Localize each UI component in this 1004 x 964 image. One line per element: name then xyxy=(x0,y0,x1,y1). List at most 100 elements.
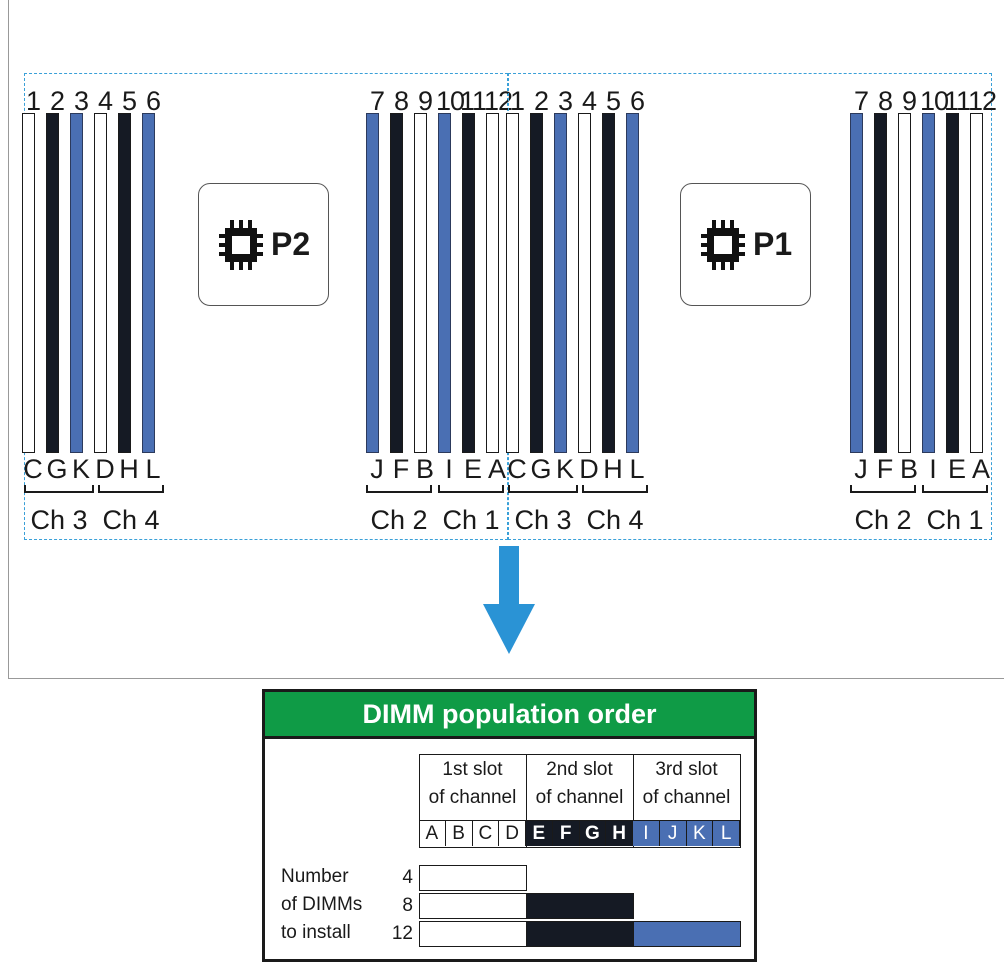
dimm-slot-3 xyxy=(70,113,83,453)
channel-label: Ch 3 xyxy=(30,505,88,535)
row-label: to install xyxy=(281,922,351,943)
population-bar xyxy=(419,865,527,891)
population-bar xyxy=(633,921,741,947)
slot-number: 7 xyxy=(369,86,385,116)
slot-letter: A xyxy=(971,454,990,484)
channel-bracket xyxy=(366,485,432,493)
slot-number: 3 xyxy=(73,86,89,116)
dimm-slot-5 xyxy=(602,113,615,453)
slot-number: 3 xyxy=(557,86,573,116)
slot-letter: L xyxy=(629,454,645,484)
table-title: DIMM population order xyxy=(265,692,754,739)
slot-letter-cell: K xyxy=(686,820,714,846)
channel-bracket xyxy=(508,485,578,493)
slot-number: 1 xyxy=(25,86,41,116)
slot-number: 1 xyxy=(509,86,525,116)
slot-letter: F xyxy=(876,454,894,484)
slot-letter: B xyxy=(415,454,434,484)
dimm-slot-7 xyxy=(366,113,379,453)
slot-number: 4 xyxy=(581,86,597,116)
slot-number: 11 xyxy=(460,86,487,116)
slot-letter: E xyxy=(947,454,966,484)
slot-number: 12 xyxy=(968,86,997,116)
column-header-line1: 2nd slot xyxy=(546,759,613,780)
slot-number: 6 xyxy=(145,86,161,116)
slot-number: 10 xyxy=(920,86,949,116)
slot-letter-cell: B xyxy=(445,820,473,846)
row-label: of DIMMs xyxy=(281,894,363,915)
dimm-slot-1 xyxy=(506,113,519,453)
slot-letter: B xyxy=(899,454,918,484)
dimm-slot-10 xyxy=(922,113,935,453)
slot-number: 7 xyxy=(853,86,869,116)
slot-letter: J xyxy=(370,454,384,484)
processor-p2: P2 xyxy=(198,183,329,306)
slot-number: 8 xyxy=(877,86,893,116)
column-header-line2: of channel xyxy=(535,787,624,808)
dimm-count: 4 xyxy=(402,867,413,888)
processor-label: P1 xyxy=(753,226,793,262)
dimm-slot-6 xyxy=(626,113,639,453)
slot-letter: H xyxy=(119,454,139,484)
slot-letter-cell: A xyxy=(419,820,446,846)
slot-letter-cell: J xyxy=(659,820,687,846)
slot-letter-cell: G xyxy=(579,820,607,846)
dimm-slot-3 xyxy=(554,113,567,453)
slot-letter: A xyxy=(487,454,506,484)
dimm-slot-4 xyxy=(94,113,107,453)
slot-letter-cell: F xyxy=(552,820,580,846)
slot-letter-cell: D xyxy=(499,820,526,846)
diagram-frame xyxy=(8,0,1004,679)
slot-letter-cell: E xyxy=(526,820,553,846)
slot-letter: L xyxy=(145,454,161,484)
channel-label: Ch 1 xyxy=(442,505,500,535)
slot-number: 9 xyxy=(901,86,917,116)
row-label: Number xyxy=(281,866,349,887)
dimm-slot-8 xyxy=(390,113,403,453)
slot-letter: D xyxy=(95,454,115,484)
processor-label: P2 xyxy=(271,226,311,262)
dimm-slot-1 xyxy=(22,113,35,453)
population-bar xyxy=(419,921,527,947)
column-header-line2: of channel xyxy=(428,787,517,808)
slot-letter: E xyxy=(463,454,482,484)
population-bar xyxy=(526,921,634,947)
slot-number: 8 xyxy=(393,86,409,116)
population-bar xyxy=(526,893,634,919)
slot-number: 6 xyxy=(629,86,645,116)
dimm-slot-6 xyxy=(142,113,155,453)
channel-bracket xyxy=(98,485,164,493)
channel-label: Ch 4 xyxy=(586,505,644,535)
channel-label: Ch 2 xyxy=(370,505,428,535)
slot-letter-cell: C xyxy=(472,820,500,846)
processor-p1: P1 xyxy=(680,183,811,306)
down-arrow-icon xyxy=(483,546,535,661)
channel-label: Ch 1 xyxy=(926,505,984,535)
dimm-slot-11 xyxy=(946,113,959,453)
dimm-slot-7 xyxy=(850,113,863,453)
slot-letter: J xyxy=(854,454,868,484)
slot-letter-cell: L xyxy=(713,820,740,846)
column-header-line1: 3rd slot xyxy=(655,759,718,780)
slot-letter: F xyxy=(392,454,410,484)
channel-label: Ch 4 xyxy=(102,505,160,535)
slot-letter: I xyxy=(929,454,937,484)
slot-number: 4 xyxy=(97,86,113,116)
slot-number: 2 xyxy=(533,86,549,116)
channel-bracket xyxy=(438,485,504,493)
column-header-line1: 1st slot xyxy=(442,759,503,780)
slot-letter: G xyxy=(530,454,552,484)
slot-letter: D xyxy=(579,454,599,484)
slot-number: 11 xyxy=(944,86,971,116)
channel-label: Ch 2 xyxy=(854,505,912,535)
slot-letter-cell: I xyxy=(633,820,660,846)
column-header-box xyxy=(633,754,741,848)
dimm-slot-12 xyxy=(970,113,983,453)
dimm-count: 8 xyxy=(402,895,413,916)
dimm-slot-10 xyxy=(438,113,451,453)
slot-number: 9 xyxy=(417,86,433,116)
slot-letter: H xyxy=(603,454,623,484)
dimm-count: 12 xyxy=(391,923,413,944)
slot-letter: K xyxy=(555,454,574,484)
column-header-line2: of channel xyxy=(642,787,731,808)
